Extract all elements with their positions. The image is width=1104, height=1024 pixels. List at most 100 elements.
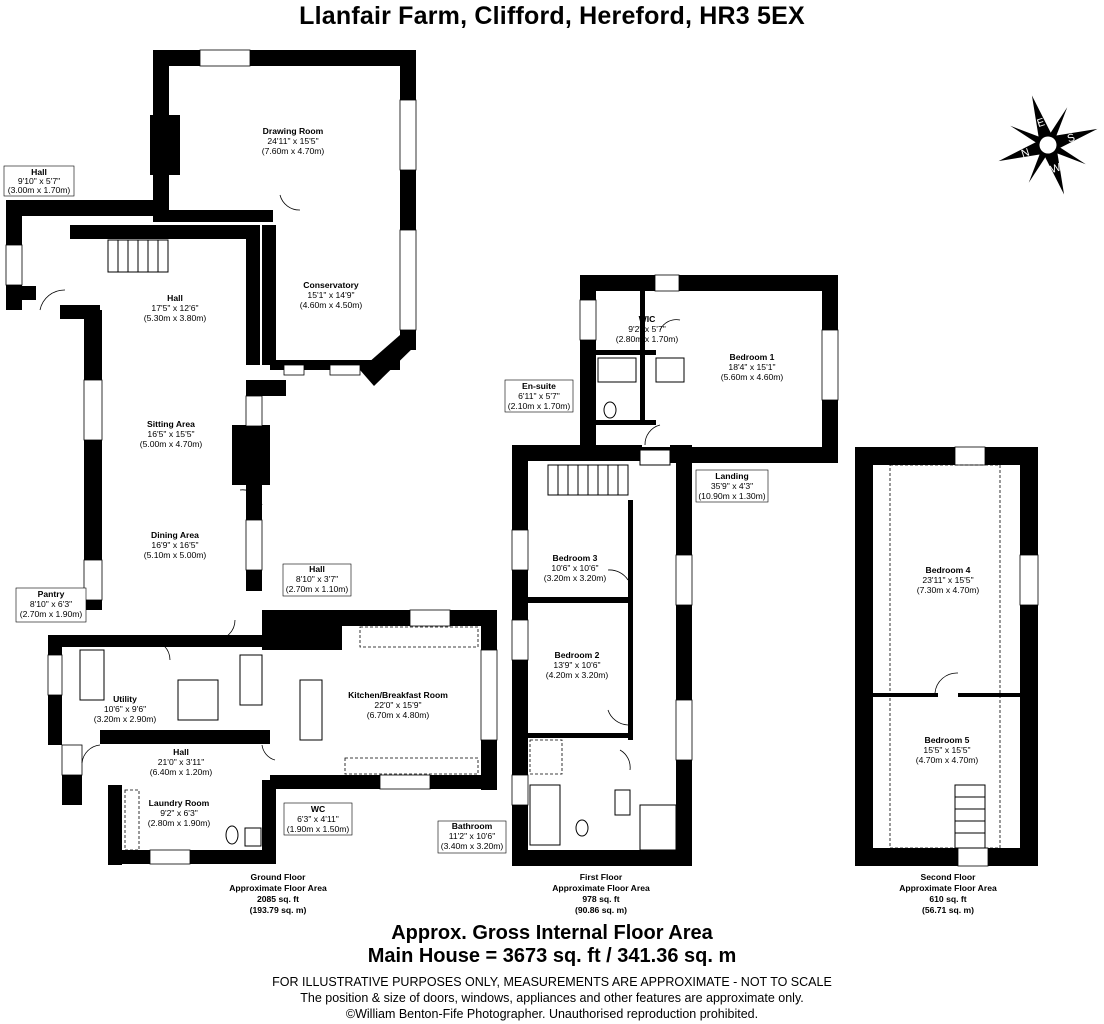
room-label-conservatory: Conservatory 15'1" x 14'9" (4.60m x 4.50… [300, 280, 363, 310]
svg-text:16'9" x 16'5": 16'9" x 16'5" [151, 540, 198, 550]
compass-letter-s: S [1066, 132, 1077, 146]
svg-text:Kitchen/Breakfast Room: Kitchen/Breakfast Room [348, 690, 448, 700]
compass-letter-e: E [1036, 116, 1047, 130]
svg-text:Approximate Floor Area: Approximate Floor Area [552, 883, 650, 893]
svg-text:Bathroom: Bathroom [452, 821, 493, 831]
room-label-hall-lower: Hall 21'0" x 3'11" (6.40m x 1.20m) [150, 747, 213, 777]
room-label-dining-area: Dining Area 16'9" x 16'5" (5.10m x 5.00m… [144, 530, 207, 560]
svg-text:(7.60m x 4.70m): (7.60m x 4.70m) [262, 146, 325, 156]
compass-letter-w: W [1049, 161, 1063, 176]
svg-text:Approximate Floor Area: Approximate Floor Area [229, 883, 327, 893]
svg-text:Bedroom 1: Bedroom 1 [730, 352, 775, 362]
room-label-hall-main: Hall 17'5" x 12'6" (5.30m x 3.80m) [144, 293, 207, 323]
svg-text:Hall: Hall [309, 564, 325, 574]
room-label-kitchen: Kitchen/Breakfast Room 22'0" x 15'9" (6.… [348, 690, 448, 720]
svg-text:(2.80m x 1.90m): (2.80m x 1.90m) [148, 818, 211, 828]
svg-text:Bedroom 5: Bedroom 5 [925, 735, 970, 745]
floor-area-ground: Ground Floor Approximate Floor Area 2085… [229, 872, 327, 915]
svg-text:21'0" x 3'11": 21'0" x 3'11" [158, 757, 205, 767]
svg-text:10'6" x 10'6": 10'6" x 10'6" [551, 563, 598, 573]
svg-text:610 sq. ft: 610 sq. ft [929, 894, 966, 904]
svg-text:(5.30m x 3.80m): (5.30m x 3.80m) [144, 313, 207, 323]
svg-text:15'5" x 15'5": 15'5" x 15'5" [923, 745, 970, 755]
svg-text:2085 sq. ft: 2085 sq. ft [257, 894, 299, 904]
svg-text:Bedroom 4: Bedroom 4 [926, 565, 971, 575]
floor-area-first: First Floor Approximate Floor Area 978 s… [552, 872, 650, 915]
svg-text:Conservatory: Conservatory [303, 280, 359, 290]
svg-text:Drawing Room: Drawing Room [263, 126, 324, 136]
svg-text:(3.20m x 3.20m): (3.20m x 3.20m) [544, 573, 607, 583]
room-label-landing: Landing 35'9" x 4'3" (10.90m x 1.30m) [695, 469, 769, 503]
disclaimer-line-2: The position & size of doors, windows, a… [300, 991, 804, 1005]
disclaimer-line-1: FOR ILLUSTRATIVE PURPOSES ONLY, MEASUREM… [272, 975, 832, 989]
svg-text:18'4" x 15'1": 18'4" x 15'1" [728, 362, 775, 372]
svg-text:10'6" x 9'6": 10'6" x 9'6" [104, 704, 146, 714]
svg-text:Laundry Room: Laundry Room [149, 798, 210, 808]
svg-text:16'5" x 15'5": 16'5" x 15'5" [147, 429, 194, 439]
room-label-laundry: Laundry Room 9'2" x 6'3" (2.80m x 1.90m) [148, 798, 211, 828]
svg-text:6'3" x 4'11": 6'3" x 4'11" [297, 814, 339, 824]
svg-text:(4.20m x 3.20m): (4.20m x 3.20m) [546, 670, 609, 680]
room-label-pantry: Pantry 8'10" x 6'3" (2.70m x 1.90m) [15, 587, 87, 623]
copyright-line: ©William Benton-Fife Photographer. Unaut… [345, 1007, 759, 1021]
room-label-ensuite: En-suite 6'11" x 5'7" (2.10m x 1.70m) [504, 379, 574, 413]
svg-text:Bedroom 3: Bedroom 3 [553, 553, 598, 563]
svg-text:Landing: Landing [715, 471, 748, 481]
svg-text:15'1" x 14'9": 15'1" x 14'9" [307, 290, 354, 300]
compass-rose-icon: N E S W [998, 95, 1098, 195]
svg-text:(7.30m x 4.70m): (7.30m x 4.70m) [917, 585, 980, 595]
svg-text:Bedroom 2: Bedroom 2 [555, 650, 600, 660]
svg-text:9'2" x 5'7": 9'2" x 5'7" [628, 324, 666, 334]
svg-text:Dining Area: Dining Area [151, 530, 199, 540]
room-label-bedroom3: Bedroom 3 10'6" x 10'6" (3.20m x 3.20m) [544, 553, 607, 583]
svg-text:Approximate Floor Area: Approximate Floor Area [899, 883, 997, 893]
svg-text:(2.80m x 1.70m): (2.80m x 1.70m) [616, 334, 679, 344]
compass-letter-n: N [1020, 146, 1031, 160]
gross-area-heading: Approx. Gross Internal Floor Area [391, 922, 713, 944]
svg-text:(193.79 sq. m): (193.79 sq. m) [250, 905, 307, 915]
second-floor-plan [855, 446, 1039, 867]
svg-text:(1.90m x 1.50m): (1.90m x 1.50m) [287, 824, 350, 834]
svg-text:(5.00m x 4.70m): (5.00m x 4.70m) [140, 439, 203, 449]
ground-floor-plan [5, 49, 498, 865]
svg-text:17'5" x 12'6": 17'5" x 12'6" [151, 303, 198, 313]
svg-text:(3.20m x 2.90m): (3.20m x 2.90m) [94, 714, 157, 724]
svg-text:(2.70m x 1.90m): (2.70m x 1.90m) [20, 609, 83, 619]
svg-text:Hall: Hall [167, 293, 183, 303]
svg-text:WC: WC [311, 804, 325, 814]
svg-text:978 sq. ft: 978 sq. ft [582, 894, 619, 904]
svg-text:(10.90m x 1.30m): (10.90m x 1.30m) [698, 491, 765, 501]
svg-text:22'0" x 15'9": 22'0" x 15'9" [374, 700, 421, 710]
room-label-hall-small: Hall 8'10" x 3'7" (2.70m x 1.10m) [282, 563, 352, 597]
room-label-bathroom: Bathroom 11'2" x 10'6" (3.40m x 3.20m) [437, 820, 507, 854]
svg-text:First Floor: First Floor [580, 872, 623, 882]
svg-text:Hall: Hall [173, 747, 189, 757]
room-label-hall-top: Hall 9'10" x 5'7" (3.00m x 1.70m) [3, 165, 75, 197]
svg-text:(6.40m x 1.20m): (6.40m x 1.20m) [150, 767, 213, 777]
svg-text:8'10" x 3'7": 8'10" x 3'7" [296, 574, 338, 584]
svg-text:9'10" x 5'7": 9'10" x 5'7" [18, 176, 60, 186]
svg-text:En-suite: En-suite [522, 381, 556, 391]
room-label-bedroom5: Bedroom 5 15'5" x 15'5" (4.70m x 4.70m) [916, 735, 979, 765]
svg-text:(4.60m x 4.50m): (4.60m x 4.50m) [300, 300, 363, 310]
svg-text:(5.60m x 4.60m): (5.60m x 4.60m) [721, 372, 784, 382]
room-label-bedroom1: Bedroom 1 18'4" x 15'1" (5.60m x 4.60m) [721, 352, 784, 382]
svg-text:Sitting Area: Sitting Area [147, 419, 195, 429]
svg-text:Ground Floor: Ground Floor [251, 872, 307, 882]
plan-title: Llanfair Farm, Clifford, Hereford, HR3 5… [299, 2, 805, 30]
svg-text:(56.71 sq. m): (56.71 sq. m) [922, 905, 974, 915]
svg-text:13'9" x 10'6": 13'9" x 10'6" [553, 660, 600, 670]
svg-text:(6.70m x 4.80m): (6.70m x 4.80m) [367, 710, 430, 720]
room-label-wc: WC 6'3" x 4'11" (1.90m x 1.50m) [283, 802, 353, 836]
svg-text:Utility: Utility [113, 694, 137, 704]
svg-text:35'9" x 4'3": 35'9" x 4'3" [711, 481, 753, 491]
svg-text:9'2" x 6'3": 9'2" x 6'3" [160, 808, 198, 818]
svg-text:8'10" x 6'3": 8'10" x 6'3" [30, 599, 72, 609]
room-label-sitting-area: Sitting Area 16'5" x 15'5" (5.00m x 4.70… [140, 419, 203, 449]
first-floor-plan [511, 274, 839, 866]
svg-text:(90.86 sq. m): (90.86 sq. m) [575, 905, 627, 915]
room-label-bedroom2: Bedroom 2 13'9" x 10'6" (4.20m x 3.20m) [546, 650, 609, 680]
svg-text:6'11" x 5'7": 6'11" x 5'7" [518, 391, 560, 401]
room-label-drawing-room: Drawing Room 24'11" x 15'5" (7.60m x 4.7… [262, 126, 325, 156]
